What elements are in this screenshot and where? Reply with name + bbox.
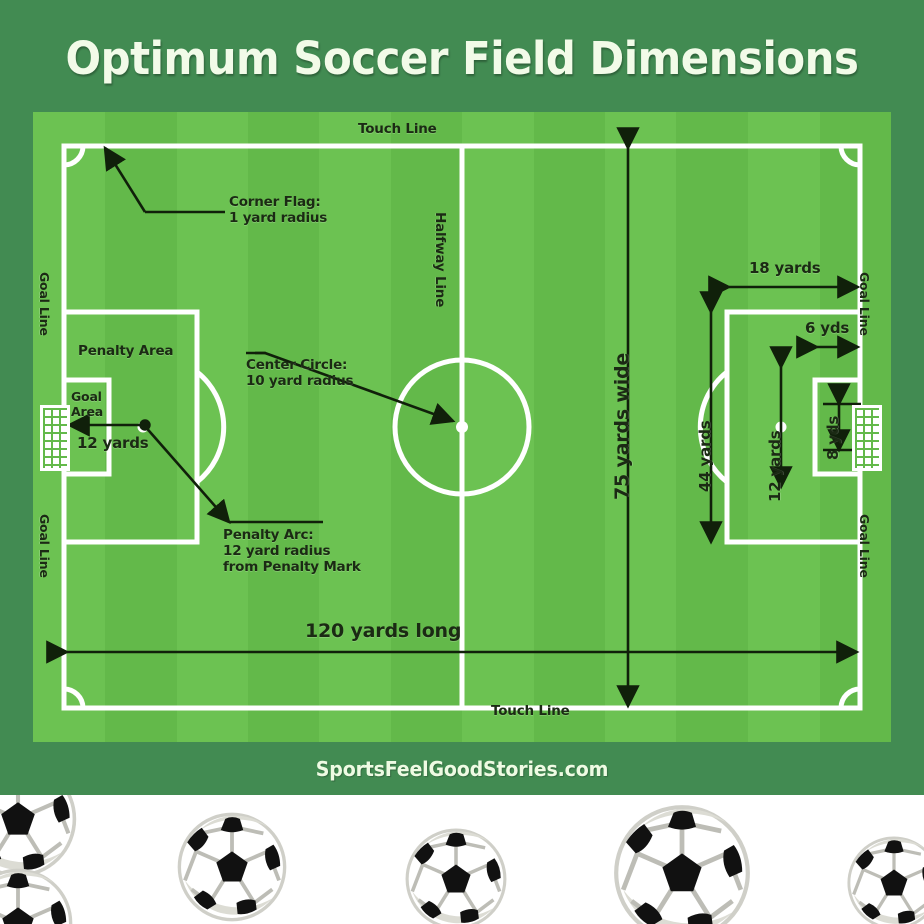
soccer-ball-icon — [176, 811, 288, 923]
goal-right — [852, 405, 882, 471]
soccer-ball-icon — [404, 827, 508, 924]
soccer-ball-icon — [846, 835, 924, 924]
soccer-ball-icon — [612, 803, 752, 924]
goal-net-icon — [43, 408, 67, 468]
penalty-arc-callout: Penalty Arc: 12 yard radius from Penalty… — [223, 527, 361, 575]
dimension-penalty-area-depth: 18 yards — [749, 259, 821, 277]
poster-panel: Optimum Soccer Field Dimensions — [0, 0, 924, 795]
soccer-ball-icon — [0, 867, 74, 924]
touch-line-label-bottom: Touch Line — [491, 703, 570, 719]
dimension-penalty-mark-left: 12 yards — [77, 434, 149, 452]
goal-line-label-left-bottom: Goal Line — [37, 514, 52, 578]
goal-line-label-right-bottom: Goal Line — [857, 514, 872, 578]
site-attribution: SportsFeelGoodStories.com — [315, 757, 609, 781]
corner-flag-callout: Corner Flag: 1 yard radius — [229, 194, 328, 226]
dimension-goal-area-depth: 6 yds — [805, 319, 850, 337]
callout-leaders — [103, 145, 456, 524]
goal-left — [40, 405, 70, 471]
pitch-marks — [137, 421, 787, 433]
soccer-ball-strip — [0, 795, 924, 924]
dimension-penalty-area-width: 44 yards — [696, 420, 714, 492]
dimension-arrows — [46, 127, 861, 709]
page-title: Optimum Soccer Field Dimensions — [65, 32, 859, 85]
dimension-penalty-mark-right: 12 yards — [766, 430, 784, 502]
halfway-line-label: Halfway Line — [432, 212, 448, 308]
center-circle-callout: Center Circle: 10 yard radius — [246, 357, 354, 389]
goal-net-icon — [855, 408, 879, 468]
field-markings — [46, 127, 863, 711]
goal-line-label-left-top: Goal Line — [37, 272, 52, 336]
dimension-goal-width: 8 yds — [824, 415, 842, 460]
dimension-field-length: 120 yards long — [305, 620, 462, 642]
dimension-field-width: 75 yards wide — [611, 352, 633, 500]
touch-line-label-top: Touch Line — [358, 121, 437, 137]
soccer-field-diagram: Touch Line Touch Line Halfway Line Goal … — [33, 112, 891, 742]
penalty-area-label: Penalty Area — [78, 343, 174, 359]
goal-line-label-right-top: Goal Line — [857, 272, 872, 336]
goal-area-label: Goal Area — [71, 389, 103, 419]
